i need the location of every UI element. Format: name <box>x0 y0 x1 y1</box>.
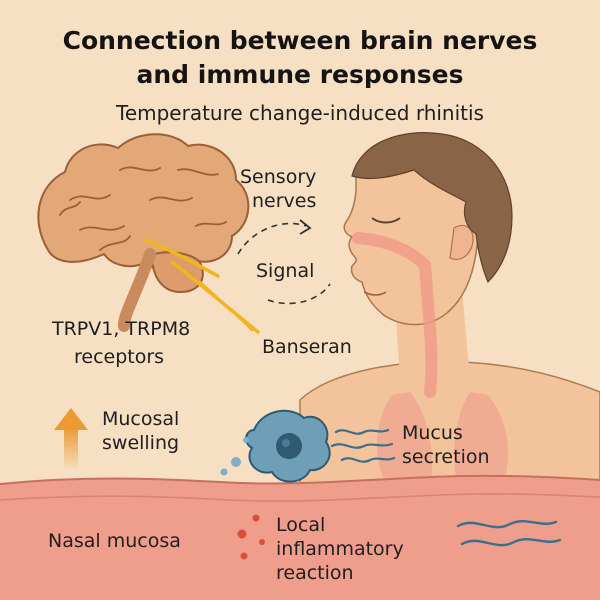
label-mucosal-line-2: swelling <box>102 432 180 454</box>
brain-body <box>37 133 250 273</box>
signal-arrow-lower <box>267 283 331 305</box>
hair <box>351 132 513 284</box>
nasal-airway <box>352 232 438 398</box>
mouth <box>363 291 387 296</box>
label-local-line-2: inflammatory <box>276 538 404 560</box>
label-mucus-line-1: Mucus <box>402 422 463 444</box>
subtitle: Temperature change-induced rhinitis <box>116 101 484 125</box>
sensory-nerve-branch <box>198 280 254 332</box>
brain-folds <box>59 166 227 251</box>
label-sensory-line-2: nerves <box>252 190 317 212</box>
sensory-nerve-upper <box>144 238 220 278</box>
label-mucus-line-2: secretion <box>402 446 490 468</box>
inflammation-dots <box>237 514 265 560</box>
mucus-waves <box>330 428 396 463</box>
closed-eye <box>371 217 401 224</box>
label-banseran: Banseran <box>262 336 352 358</box>
lungs <box>377 392 509 490</box>
signal-arrow-upper-head <box>299 219 312 235</box>
nasal-mucosa-layer <box>0 474 600 600</box>
title-line-1: Connection between brain nerves <box>62 26 538 55</box>
label-receptors-line-1: TRPV1, TRPM8 <box>52 318 191 340</box>
label-signal: Signal <box>256 260 315 282</box>
label-sensory-line-1: Sensory <box>240 166 317 188</box>
label-local-line-3: reaction <box>276 562 354 584</box>
ear <box>449 224 474 261</box>
title-line-2: and immune responses <box>136 60 464 89</box>
up-arrow-icon <box>54 408 88 470</box>
mucosa-waves <box>456 519 562 547</box>
signal-arrow-upper <box>237 222 307 255</box>
label-receptors-line-2: receptors <box>74 346 165 368</box>
label-nasal-mucosa: Nasal mucosa <box>48 530 181 552</box>
brain-stem <box>118 248 156 332</box>
brain-illustration <box>37 133 260 334</box>
label-mucosal-line-1: Mucosal <box>102 408 180 430</box>
immune-cell-icon <box>220 409 331 483</box>
label-local-line-1: Local <box>276 514 326 536</box>
